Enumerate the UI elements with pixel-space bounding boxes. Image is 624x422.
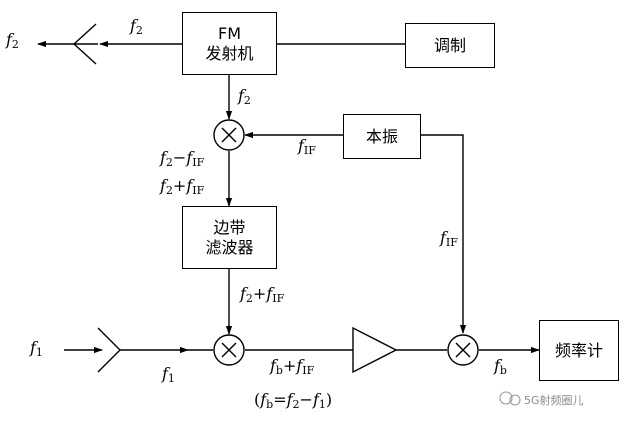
sideband-filter-block: 边带 滤波器: [182, 206, 277, 269]
label-lo-fif: fIF: [298, 136, 316, 157]
local-oscillator-block: 本振: [343, 114, 421, 159]
label-relation: (fb=f2−f1): [254, 390, 333, 411]
label-counter-in-fb: fb: [494, 356, 507, 377]
modulation-block: 调制: [405, 23, 495, 68]
label-filter-out: f2+fIF: [240, 284, 285, 305]
sideband-filter-line1: 边带: [213, 217, 246, 237]
frequency-counter-block: 频率计: [539, 320, 619, 381]
fm-transmitter-line1: FM: [217, 23, 241, 43]
mixer1-icon: [213, 119, 245, 151]
mixer3-icon: [213, 334, 245, 366]
label-tx-line-f2: f2: [130, 16, 143, 37]
label-mixer-sum: f2+fIF: [160, 176, 205, 197]
sideband-filter-line2: 滤波器: [205, 237, 254, 257]
watermark-text: 5G射频圈儿: [524, 394, 584, 407]
watermark-logo-icon: [499, 391, 521, 406]
label-tx-to-mixer-f2: f2: [238, 86, 251, 107]
label-rx-line-f1: f1: [162, 364, 175, 385]
mixer2-icon: [447, 334, 479, 366]
lo-to-mixer2-line: [420, 134, 467, 334]
label-tx-antenna-f2: f2: [6, 30, 19, 51]
label-mixer-diff: f2−fIF: [160, 148, 205, 169]
label-lo-right-fif: fIF: [440, 228, 458, 249]
amplifier-icon: [352, 326, 398, 374]
label-mixer2-out: fb+fIF: [270, 356, 315, 377]
modulation-label: 调制: [433, 35, 466, 55]
frequency-counter-label: 频率计: [554, 340, 603, 360]
local-oscillator-label: 本振: [365, 126, 398, 146]
fm-transmitter-block: FM 发射机: [182, 12, 277, 75]
label-rx-antenna-f1: f1: [30, 338, 43, 359]
fm-transmitter-line2: 发射机: [205, 43, 254, 63]
